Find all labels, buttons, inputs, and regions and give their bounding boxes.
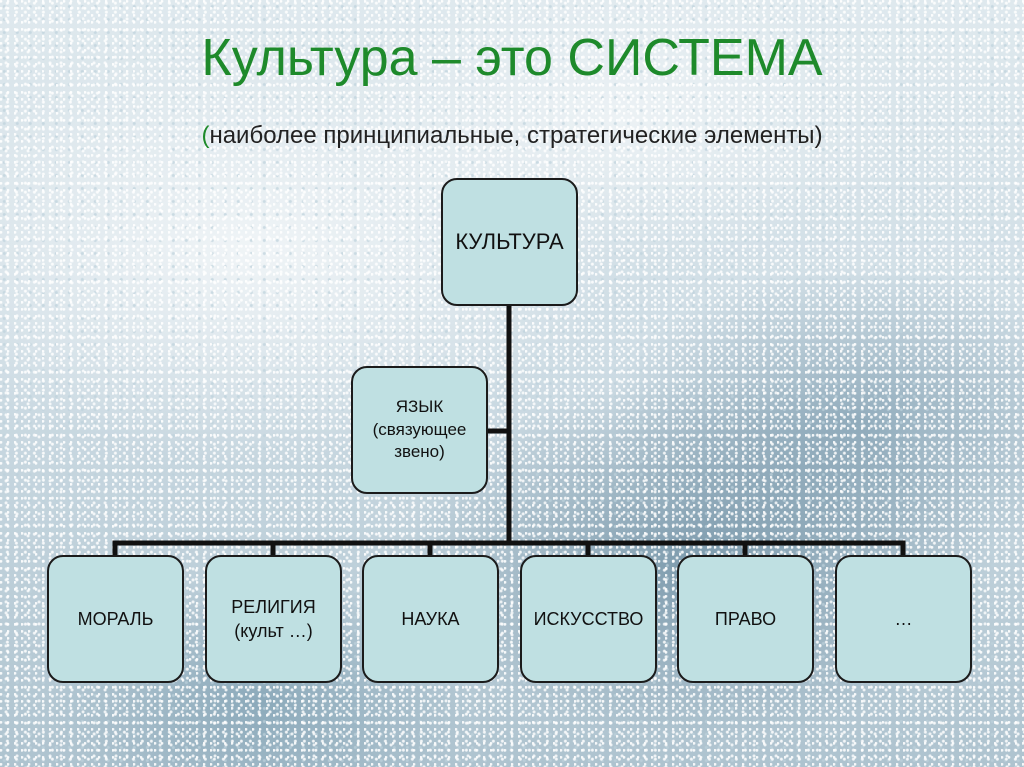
node-religion: РЕЛИГИЯ (культ …)	[205, 555, 342, 683]
node-art-label: ИСКУССТВО	[533, 608, 644, 629]
subtitle-open-paren: (	[201, 122, 210, 149]
node-language-line2: (связующее	[372, 419, 467, 439]
node-language-line1: ЯЗЫК	[395, 396, 444, 416]
subtitle-close-paren: )	[814, 122, 823, 149]
node-science-label: НАУКА	[401, 608, 460, 629]
node-language: ЯЗЫК (связующее звено)	[351, 366, 488, 494]
node-religion-sublabel: (культ …)	[234, 621, 313, 641]
node-morality: МОРАЛЬ	[47, 555, 184, 683]
node-culture: КУЛЬТУРА	[441, 178, 578, 306]
node-religion-label: РЕЛИГИЯ	[231, 596, 316, 617]
node-ellipsis: …	[835, 555, 972, 683]
node-language-line3: звено)	[394, 442, 445, 462]
node-science: НАУКА	[362, 555, 499, 683]
node-law: ПРАВО	[677, 555, 814, 683]
node-law-label: ПРАВО	[714, 608, 777, 629]
node-morality-label: МОРАЛЬ	[77, 608, 154, 629]
subtitle-text: наиболее принципиальные, стратегические …	[209, 122, 815, 149]
slide-title: Культура – это СИСТЕМА	[201, 29, 823, 87]
node-art: ИСКУССТВО	[520, 555, 657, 683]
slide-subtitle: (наиболее принципиальные, стратегические…	[0, 122, 1024, 151]
node-culture-label: КУЛЬТУРА	[455, 229, 564, 255]
node-ellipsis-label: …	[894, 608, 913, 629]
